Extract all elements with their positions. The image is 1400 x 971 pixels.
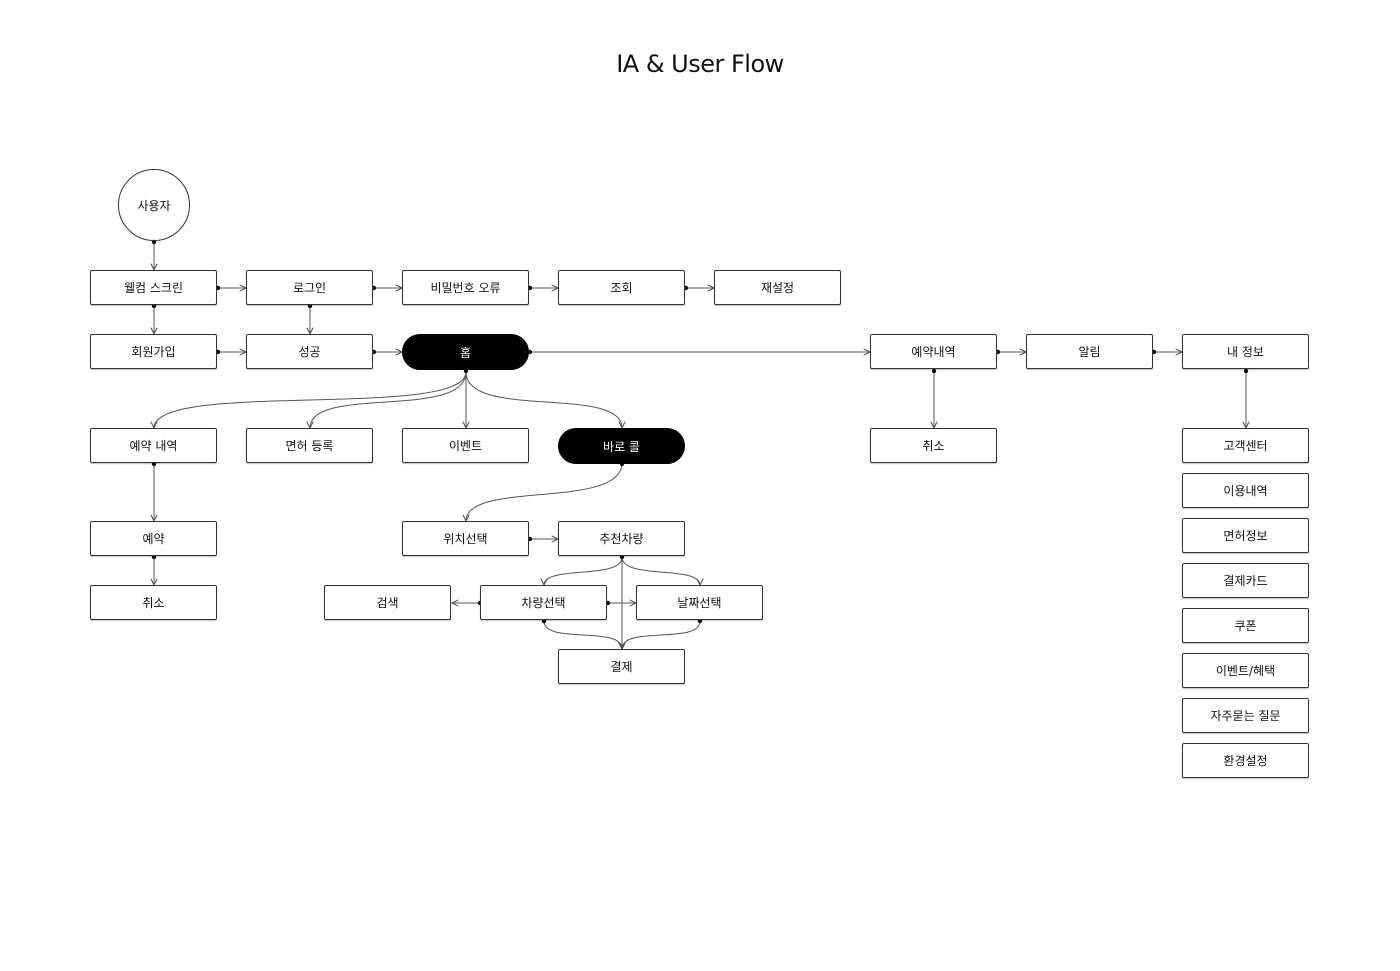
node-event: 이벤트 — [402, 428, 529, 463]
edge-car-payment — [543, 620, 622, 649]
node-notifications: 알림 — [1026, 334, 1153, 369]
node-coupon: 쿠폰 — [1182, 608, 1309, 643]
node-cancel-right: 취소 — [870, 428, 997, 463]
node-my-info: 내 정보 — [1182, 334, 1309, 369]
node-success: 성공 — [246, 334, 373, 369]
edge-quickcall-location — [466, 462, 623, 521]
node-reserve: 예약 — [90, 521, 217, 556]
node-reset: 재설정 — [714, 270, 841, 305]
node-location-select: 위치선택 — [402, 521, 529, 556]
node-quick-call: 바로 콜 — [558, 428, 685, 464]
node-events-benefits: 이벤트/혜택 — [1182, 653, 1309, 688]
node-cancel-left: 취소 — [90, 585, 217, 620]
node-faq: 자주묻는 질문 — [1182, 698, 1309, 733]
node-signup: 회원가입 — [90, 334, 217, 369]
node-password-error: 비밀번호 오류 — [402, 270, 529, 305]
node-payment: 결제 — [558, 649, 685, 684]
node-login: 로그인 — [246, 270, 373, 305]
node-welcome: 웰컴 스크린 — [90, 270, 217, 305]
diagram-title: IA & User Flow — [616, 50, 784, 78]
node-home: 홈 — [402, 334, 529, 370]
node-license-register: 면허 등록 — [246, 428, 373, 463]
node-settings: 환경설정 — [1182, 743, 1309, 778]
node-usage-history: 이용내역 — [1182, 473, 1309, 508]
node-home-reservation-history: 예약 내역 — [90, 428, 217, 463]
edge-home-quickcall — [465, 371, 622, 428]
node-user: 사용자 — [118, 169, 190, 241]
node-date-select: 날짜선택 — [636, 585, 763, 620]
node-reservation-history: 예약내역 — [870, 334, 997, 369]
edge-recommended-car — [544, 556, 623, 585]
node-payment-card: 결제카드 — [1182, 563, 1309, 598]
edge-home-reservation-history — [154, 371, 467, 428]
node-lookup: 조회 — [558, 270, 685, 305]
edge-recommended-date — [621, 556, 700, 585]
node-recommended-car: 추천차량 — [558, 521, 685, 556]
edge-date-payment — [622, 620, 701, 649]
node-car-select: 차량선택 — [480, 585, 607, 620]
node-customer-center: 고객센터 — [1182, 428, 1309, 463]
node-license-info: 면허정보 — [1182, 518, 1309, 553]
node-search: 검색 — [324, 585, 451, 620]
edge-home-license — [310, 371, 467, 428]
